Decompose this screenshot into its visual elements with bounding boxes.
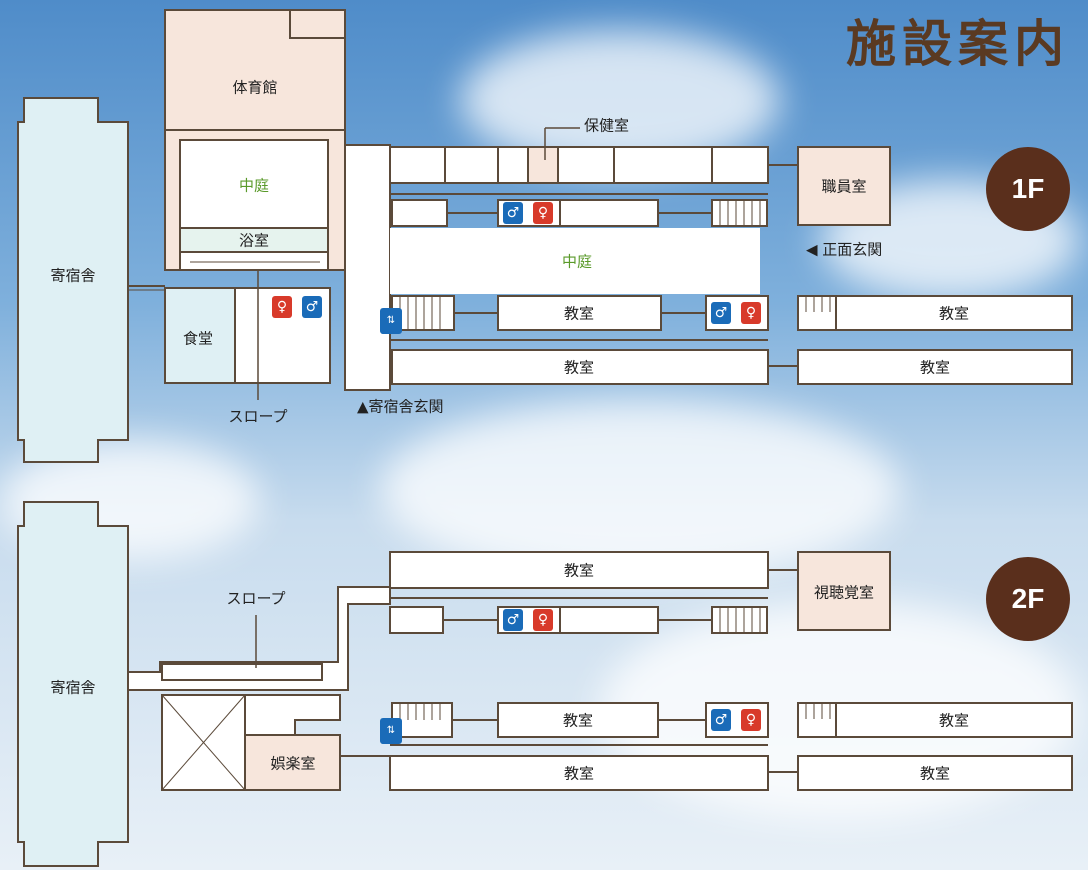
restroom-female-icon: ♀ (741, 709, 761, 731)
classroom-d-1f (797, 349, 1073, 385)
dorm-label-1f: 寄宿舎 (50, 266, 96, 285)
classroom-b-label-2f: 教室 (938, 711, 970, 730)
classroom-d-label-1f: 教室 (919, 358, 951, 377)
staff-room-label: 職員室 (821, 177, 867, 196)
classroom-c-1f (391, 349, 769, 385)
courtyard-left (179, 139, 329, 229)
bath-room (179, 227, 329, 253)
classroom-top-2f (389, 551, 769, 589)
inner-room-1 (391, 199, 448, 227)
floor-badge-1f: 1F (986, 147, 1070, 231)
staff-room (797, 146, 891, 226)
classroom-c-label-1f: 教室 (563, 358, 595, 377)
dining-room (164, 287, 236, 384)
slope-label-1f: スロープ (228, 407, 288, 426)
dorm-building-1f (17, 97, 129, 463)
restroom-male-icon: ♂ (503, 609, 523, 631)
health-room-label: 保健室 (584, 116, 630, 135)
recreation-room (244, 734, 341, 791)
av-room-label: 視聴覚室 (813, 583, 875, 602)
dorm-label-2f: 寄宿舎 (50, 678, 96, 697)
elevator-icon: ⇅ (380, 718, 402, 744)
corridor-west-1f (344, 144, 391, 391)
classroom-b-label-1f: 教室 (938, 304, 970, 323)
classroom-c-label-2f: 教室 (563, 764, 595, 783)
courtyard-center (390, 228, 760, 294)
restroom-female-icon: ♀ (533, 202, 553, 224)
classroom-a-label-1f: 教室 (563, 304, 595, 323)
upper-wing-row (389, 146, 769, 184)
classroom-b-2f (835, 702, 1073, 738)
slope-label-2f: スロープ (226, 589, 286, 608)
classroom-a-label-2f: 教室 (562, 711, 594, 730)
restroom-female-icon: ♀ (272, 296, 292, 318)
restroom-female-icon: ♀ (741, 302, 761, 324)
stairs-upper-2f (711, 606, 768, 634)
restroom-male-icon: ♂ (711, 302, 731, 324)
bath-label: 浴室 (238, 231, 270, 250)
health-room (527, 146, 559, 184)
gym-label: 体育館 (232, 78, 278, 97)
classroom-top-label-2f: 教室 (563, 561, 595, 580)
slope-strip-2f (161, 663, 323, 681)
courtyard-center-label: 中庭 (561, 252, 593, 271)
room-2f-left (244, 694, 341, 736)
restroom-male-icon: ♂ (711, 709, 731, 731)
main-entrance-label: ◀ 正面玄関 (806, 240, 883, 259)
elevator-icon: ⇅ (380, 308, 402, 334)
restroom-female-icon: ♀ (533, 609, 553, 631)
courtyard-left-label: 中庭 (238, 176, 270, 195)
slope-strip-1f (179, 251, 329, 271)
page-title: 施設案内 (846, 15, 1070, 73)
dorm-entrance-label: ▲寄宿舎玄関 (357, 397, 444, 416)
inner-row-1f (497, 199, 659, 227)
classroom-d-2f (797, 755, 1073, 791)
restroom-male-icon: ♂ (503, 202, 523, 224)
classroom-b-1f (835, 295, 1073, 331)
dining-label: 食堂 (182, 329, 214, 348)
classroom-d-label-2f: 教室 (919, 764, 951, 783)
av-room (797, 551, 891, 631)
restroom-male-icon: ♂ (302, 296, 322, 318)
classroom-c-2f (389, 755, 769, 791)
dorm-building-2f (17, 501, 129, 867)
gym-block (164, 9, 346, 131)
recreation-room-label: 娯楽室 (270, 754, 316, 773)
cloud (380, 400, 900, 580)
floor-badge-2f: 2F (986, 557, 1070, 641)
inner-room-2f (389, 606, 444, 634)
